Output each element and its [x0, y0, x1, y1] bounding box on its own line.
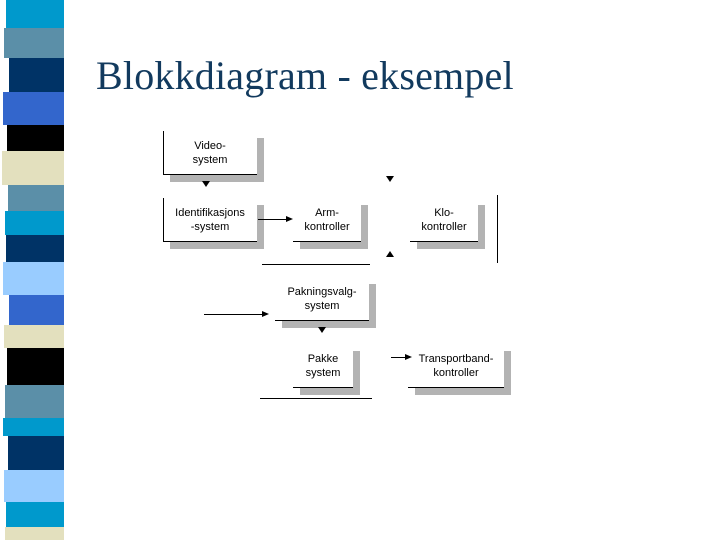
block-label-line: Pakningsvalg- — [287, 286, 357, 298]
arrow-identifikasjon-to-arm-head — [286, 216, 293, 222]
color-band — [9, 58, 64, 92]
diagram-block-pakningsvalg-system: Pakningsvalg-system — [275, 277, 376, 328]
rule-right-of-klo — [497, 195, 498, 263]
color-band — [8, 436, 64, 470]
arrow-up-to-klo-row-head — [386, 251, 394, 257]
arrow-video-to-identifikasjon-head — [202, 181, 210, 187]
color-band — [4, 470, 64, 502]
block-face: Identifikasjons -system — [163, 198, 257, 242]
block-label-line: Identifikasjons — [175, 207, 245, 219]
arrow-pakningsvalg-to-pakke-head — [318, 327, 326, 333]
block-label-line: system — [305, 367, 341, 379]
block-label-line: Transportband- — [418, 353, 494, 365]
block-label-line: system — [304, 300, 340, 312]
color-band — [9, 295, 64, 325]
block-face: Pakningsvalg-system — [275, 277, 369, 321]
color-band — [3, 418, 64, 436]
block-face: Video-system — [163, 131, 257, 175]
color-band — [6, 235, 64, 262]
color-band — [4, 325, 64, 348]
diagram-block-arm-kontroller: Arm-kontroller — [293, 198, 368, 249]
block-label-line: kontroller — [433, 367, 479, 379]
color-band — [4, 28, 64, 58]
color-band — [7, 348, 64, 385]
color-band — [7, 125, 64, 151]
color-band — [3, 92, 64, 125]
color-band — [8, 185, 64, 211]
block-rule-bottom — [163, 241, 257, 242]
arrow-identifikasjon-to-arm-line — [258, 219, 286, 220]
block-label-line: system — [192, 154, 228, 166]
decorative-color-strip — [0, 0, 70, 540]
block-label-line: Arm- — [315, 207, 339, 219]
arrow-pakke-to-transportband-line — [391, 357, 405, 358]
rule-below-pakke — [260, 398, 372, 399]
block-rule-bottom — [408, 387, 504, 388]
arrow-into-klo-head — [386, 176, 394, 182]
color-band — [6, 502, 64, 527]
arrow-into-pakningsvalg-head — [262, 311, 269, 317]
arrow-pakke-to-transportband-head — [405, 354, 412, 360]
color-band — [2, 151, 64, 185]
block-rule-bottom — [293, 387, 353, 388]
block-rule-bottom — [275, 320, 369, 321]
diagram-block-transportband-kontroller: Transportband-kontroller — [408, 344, 511, 395]
color-band — [5, 385, 64, 418]
block-face: Arm-kontroller — [293, 198, 361, 242]
block-label-line: Klo- — [434, 207, 454, 219]
diagram-block-video-system: Video-system — [163, 131, 264, 182]
block-label-line: kontroller — [304, 221, 350, 233]
color-band — [3, 262, 64, 295]
block-rule-bottom — [293, 241, 361, 242]
diagram-block-identifikasjons-system: Identifikasjons -system — [163, 198, 264, 249]
arrow-into-pakningsvalg-line — [204, 314, 262, 315]
color-band — [5, 527, 64, 540]
block-face: Transportband-kontroller — [408, 344, 504, 388]
block-rule-left — [163, 198, 164, 242]
block-label-line: Pakke — [307, 353, 339, 365]
color-band — [6, 0, 64, 28]
page-title: Blokkdiagram - eksempel — [96, 53, 514, 98]
block-rule-left — [163, 131, 164, 175]
block-face: Klo-kontroller — [410, 198, 478, 242]
block-face: Pakke system — [293, 344, 353, 388]
diagram-block-klo-kontroller: Klo-kontroller — [410, 198, 485, 249]
diagram-block-pakke-system: Pakke system — [293, 344, 360, 395]
block-label-line: Video- — [194, 140, 226, 152]
block-label-line: kontroller — [421, 221, 467, 233]
rule-above-pakningsvalg — [262, 264, 370, 265]
block-rule-bottom — [163, 174, 257, 175]
color-band — [5, 211, 64, 235]
block-label-line: -system — [190, 221, 230, 233]
block-rule-bottom — [410, 241, 478, 242]
